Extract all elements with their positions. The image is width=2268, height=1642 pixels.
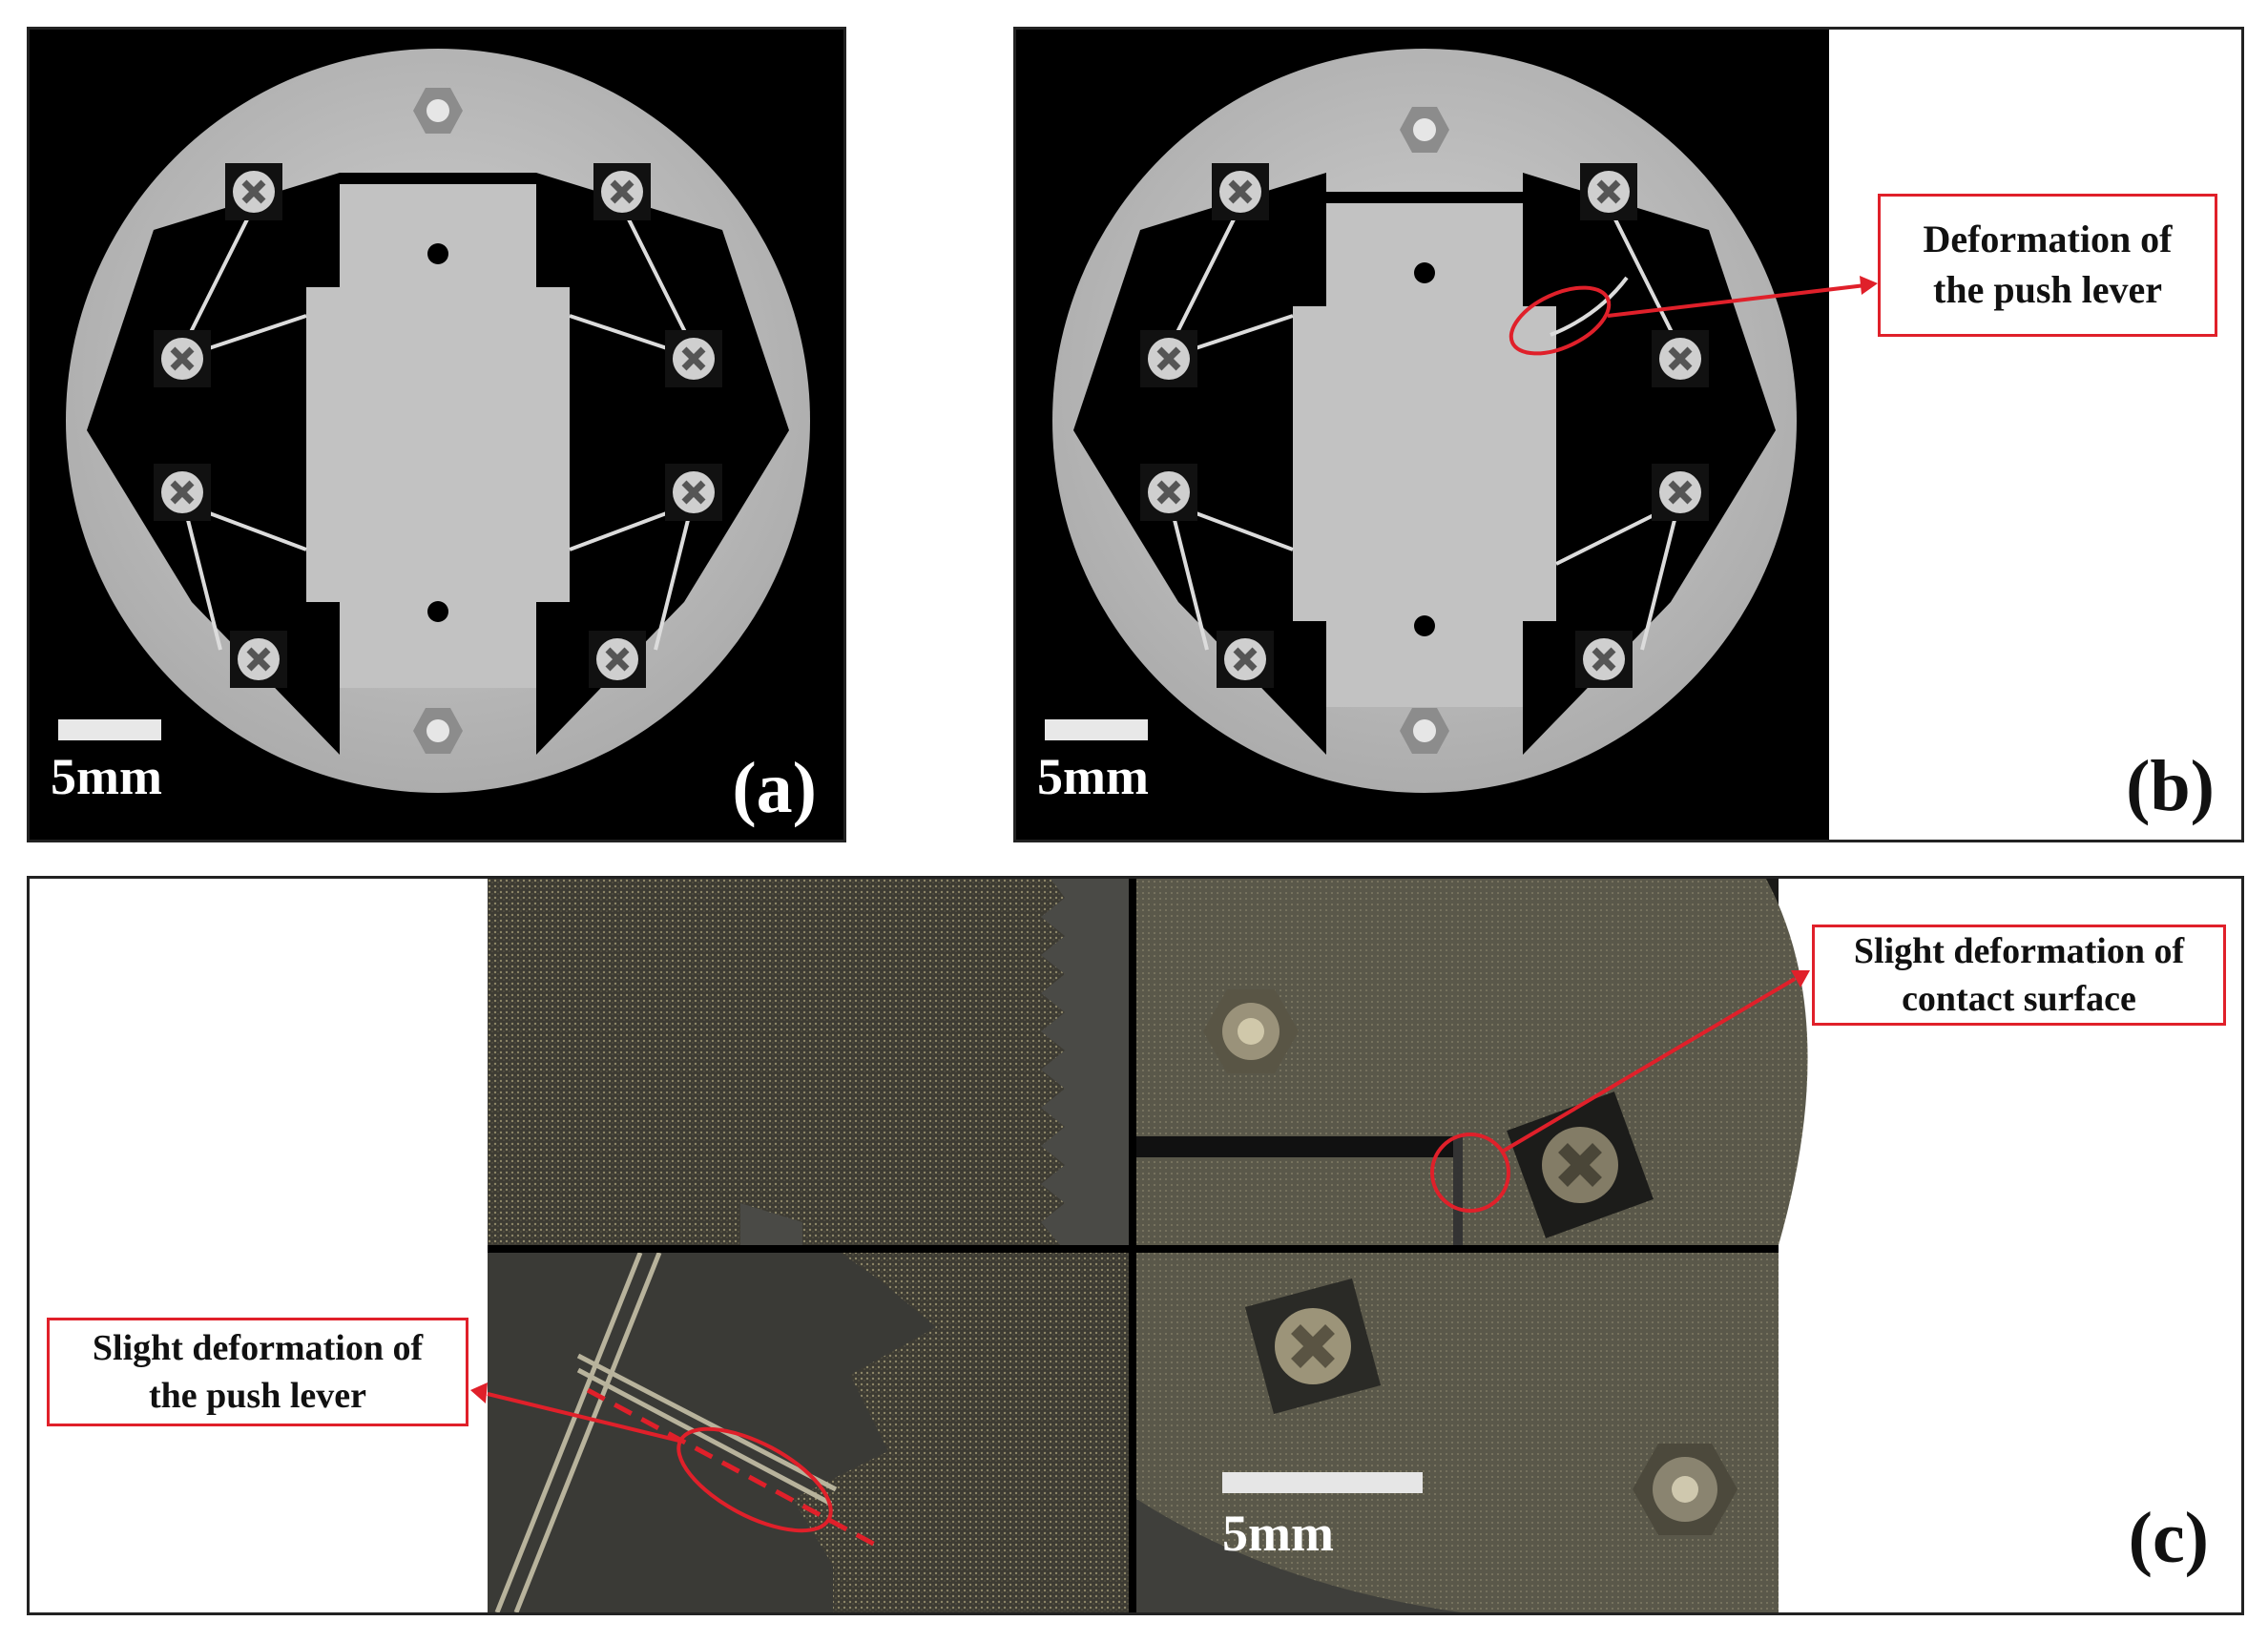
micrograph-tile-bottom-right [1136,1253,1779,1612]
scale-label-b: 5mm [1037,748,1149,805]
panel-b: 5mm Deformation of the push lever (b) [1013,27,2244,842]
scale-label-c: 5mm [1222,1505,1334,1562]
micrograph-tile-top-left [488,879,1129,1245]
scale-bar-a [58,719,161,740]
mechanism-photo-b [1016,30,1829,840]
panel-label-b: (b) [2126,746,2215,826]
mechanism-photo-a [66,49,810,793]
callout-push-lever-c: Slight deformation of the push lever [47,1318,468,1426]
panel-c: 5mm Slight deformation of contact surfac… [27,876,2244,1615]
panel-label-a: (a) [732,748,817,828]
scale-bar-b [1045,719,1148,740]
scale-label-a: 5mm [51,748,162,805]
panel-label-c: (c) [2128,1498,2209,1578]
callout-contact-surface-c: Slight deformation of contact surface [1812,925,2226,1026]
callout-c-left-line2: the push lever [149,1376,366,1416]
arrow-head-b [1860,276,1878,295]
callout-push-lever-b: Deformation of the push lever [1878,194,2217,337]
scale-bar-c [1222,1472,1423,1493]
callout-b-line1: Deformation of [1923,218,2173,261]
callout-c-left-line1: Slight deformation of [92,1327,424,1368]
callout-b-line2: the push lever [1933,268,2162,311]
screw-heads-a [154,163,722,688]
panel-a: 5mm (a) [27,27,846,842]
callout-c-top-line2: contact surface [1902,979,2136,1019]
callout-c-top-line1: Slight deformation of [1853,930,2185,971]
